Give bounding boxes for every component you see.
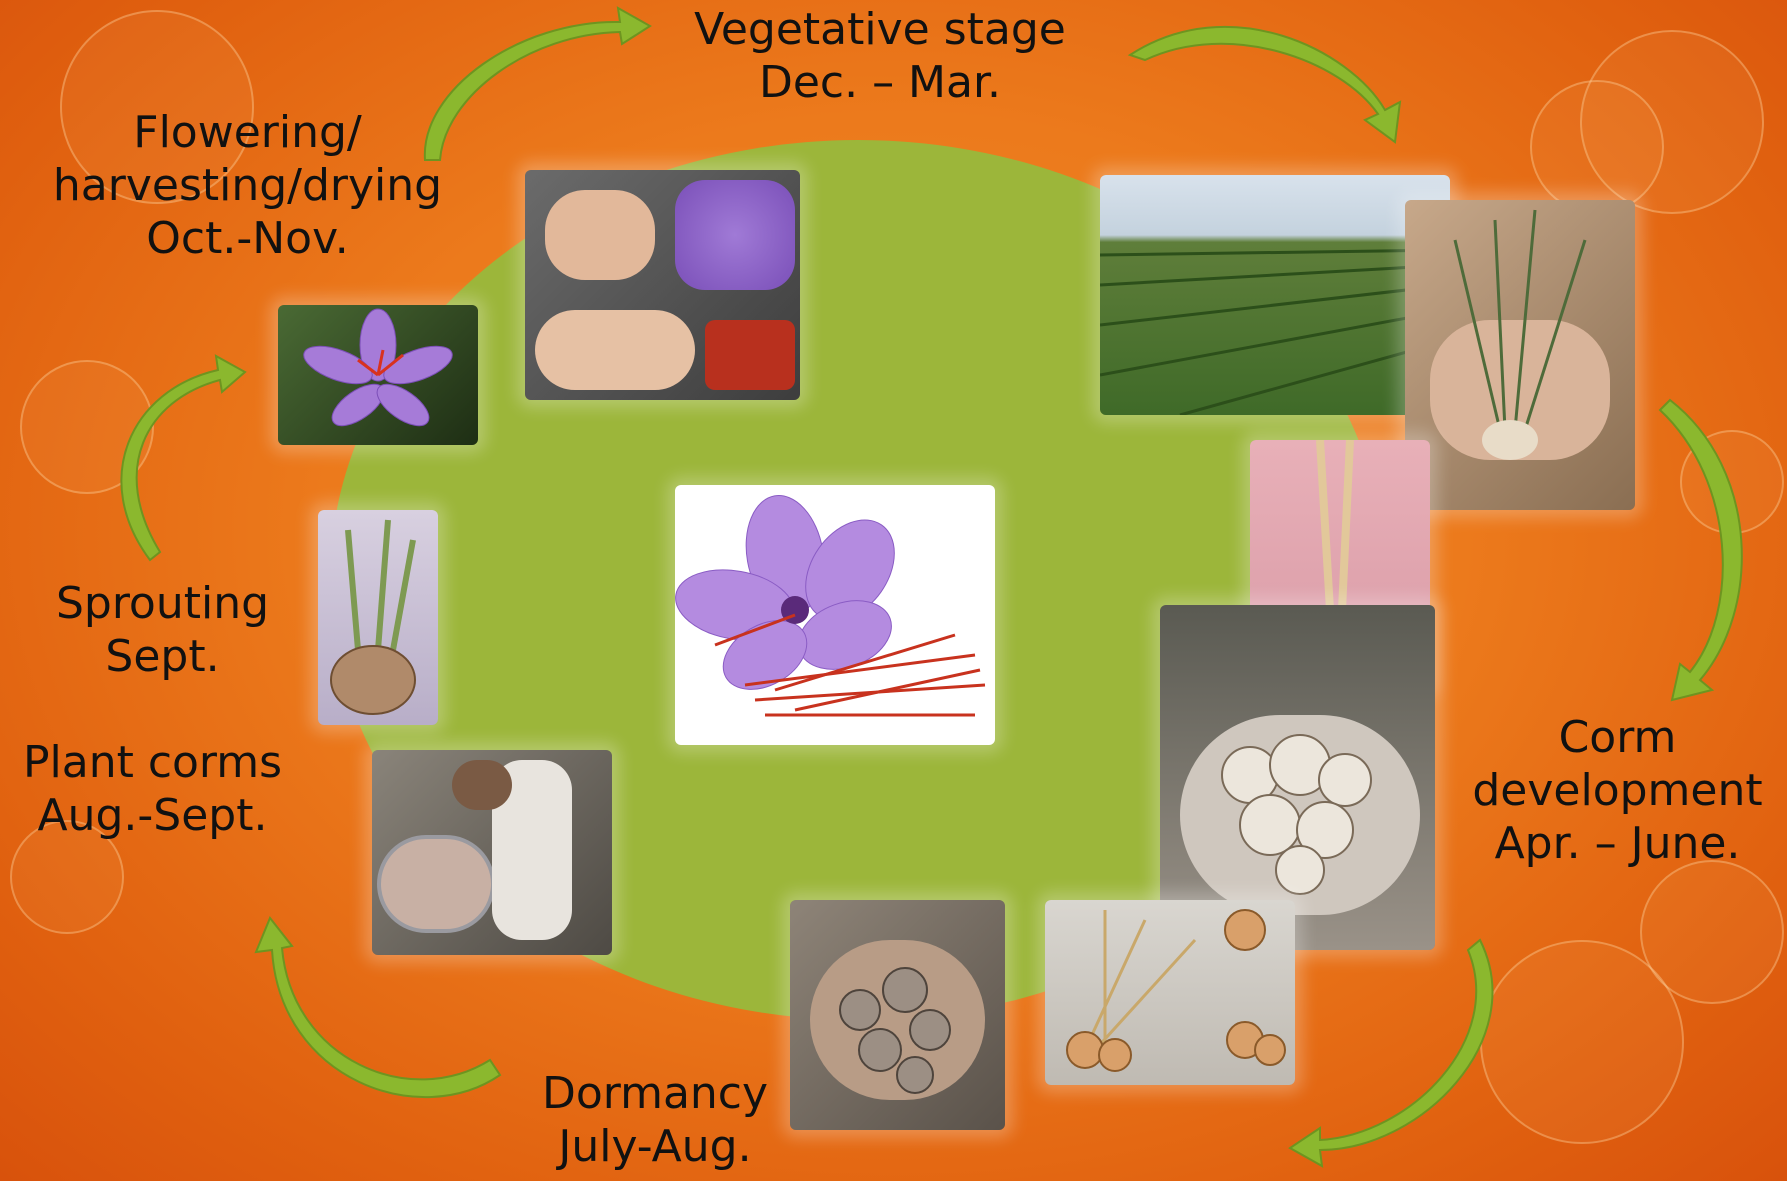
stage-title: Corm: [1455, 712, 1780, 765]
stage-period: Aug.-Sept.: [0, 790, 305, 843]
stage-period: July-Aug.: [520, 1121, 790, 1174]
stage-title: Sprouting: [20, 578, 305, 631]
stage-period: Oct.-Nov.: [20, 213, 475, 266]
stage-dormancy: Dormancy July-Aug.: [520, 1068, 790, 1174]
cycle-arrow: [1290, 940, 1492, 1166]
corms-with-leaves-photo: [1405, 200, 1635, 510]
stage-corm-development: Corm development Apr. – June.: [1455, 712, 1780, 870]
stage-sprouting: Sprouting Sept.: [20, 578, 305, 684]
sprouting-corm-photo: [318, 510, 438, 725]
cycle-arrow: [1660, 400, 1742, 700]
stage-title: development: [1455, 765, 1780, 818]
stage-period: Apr. – June.: [1455, 818, 1780, 871]
planting-corms-photo: [372, 750, 612, 955]
cycle-arrow: [121, 356, 245, 560]
stage-plant-corms: Plant corms Aug.-Sept.: [0, 737, 305, 843]
cycle-arrow: [1130, 27, 1400, 142]
stage-title: Flowering/: [20, 107, 475, 160]
saffron-flower-photo: [675, 485, 995, 745]
corm-pile-photo: [1160, 605, 1435, 950]
stage-title: Plant corms: [0, 737, 305, 790]
stage-period: Sept.: [20, 631, 305, 684]
harvest-stigmas-photo: [525, 170, 800, 400]
stage-title: Dormancy: [520, 1068, 790, 1121]
stage-period: Dec. – Mar.: [660, 57, 1100, 110]
stage-vegetative: Vegetative stage Dec. – Mar.: [660, 4, 1100, 110]
corms-on-ground-photo: [1045, 900, 1295, 1085]
crocus-flower-photo: [278, 305, 478, 445]
stage-title: harvesting/drying: [20, 160, 475, 213]
dormant-corms-photo: [790, 900, 1005, 1130]
stage-title: Vegetative stage: [660, 4, 1100, 57]
field-photo: [1100, 175, 1450, 415]
stage-flowering: Flowering/ harvesting/drying Oct.-Nov.: [20, 107, 475, 265]
